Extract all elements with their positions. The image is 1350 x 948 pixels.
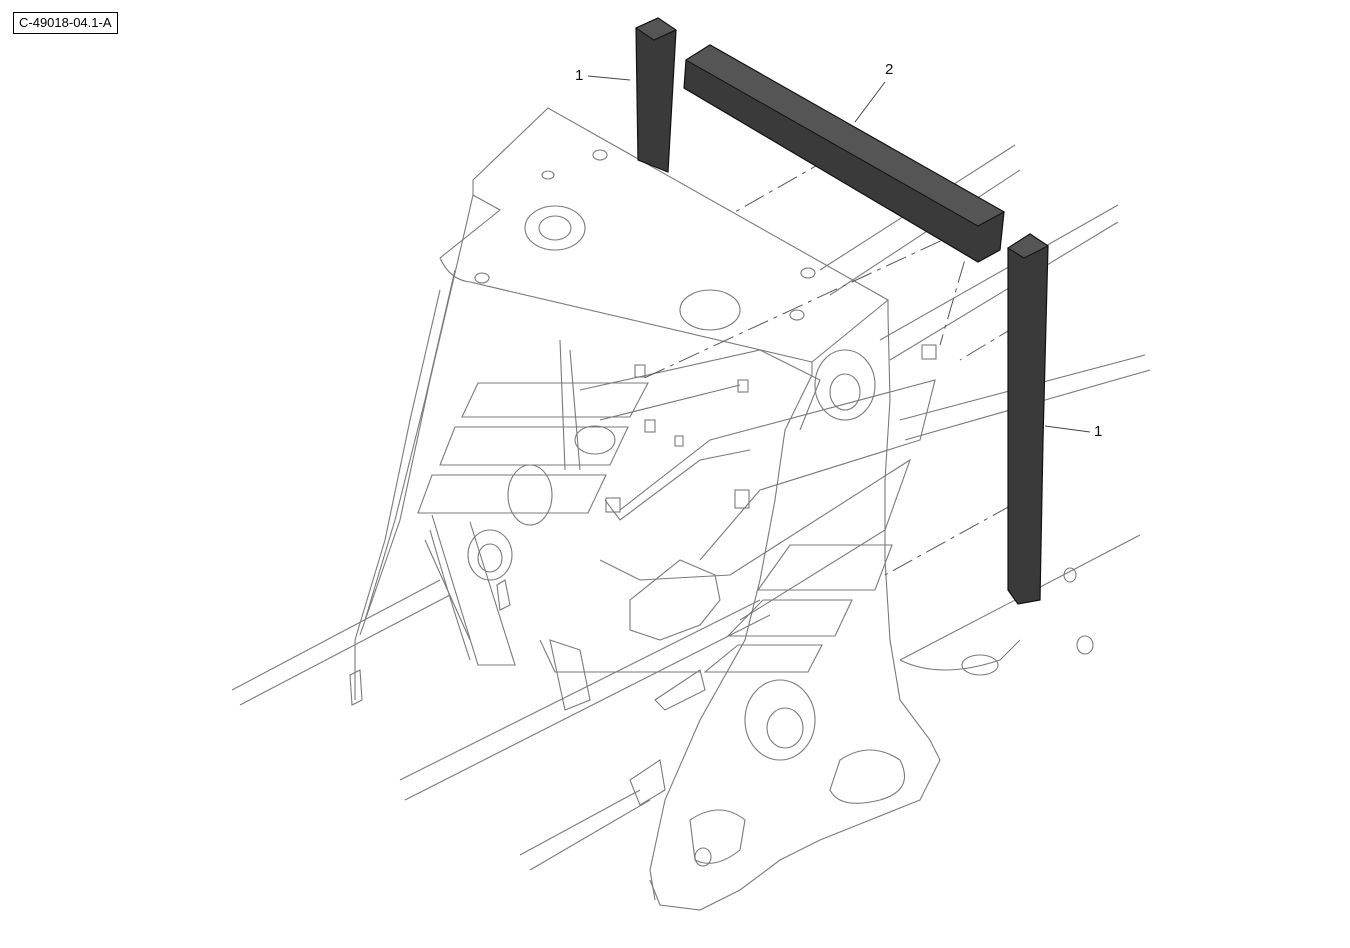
part-2-horizontal-pad [683, 44, 1006, 263]
boom-frame-line-art [231, 107, 1151, 911]
callout-leader-lines [587, 75, 1091, 433]
part-1-vertical-pad-left [634, 17, 678, 173]
callout-item-1-top: 1 [575, 67, 584, 84]
part-1-vertical-pad-right [1007, 233, 1049, 605]
callout-item-1-right: 1 [1094, 423, 1103, 440]
callout-item-2: 2 [885, 61, 894, 78]
drawing-id-label: C-49018-04.1-A [13, 12, 118, 34]
